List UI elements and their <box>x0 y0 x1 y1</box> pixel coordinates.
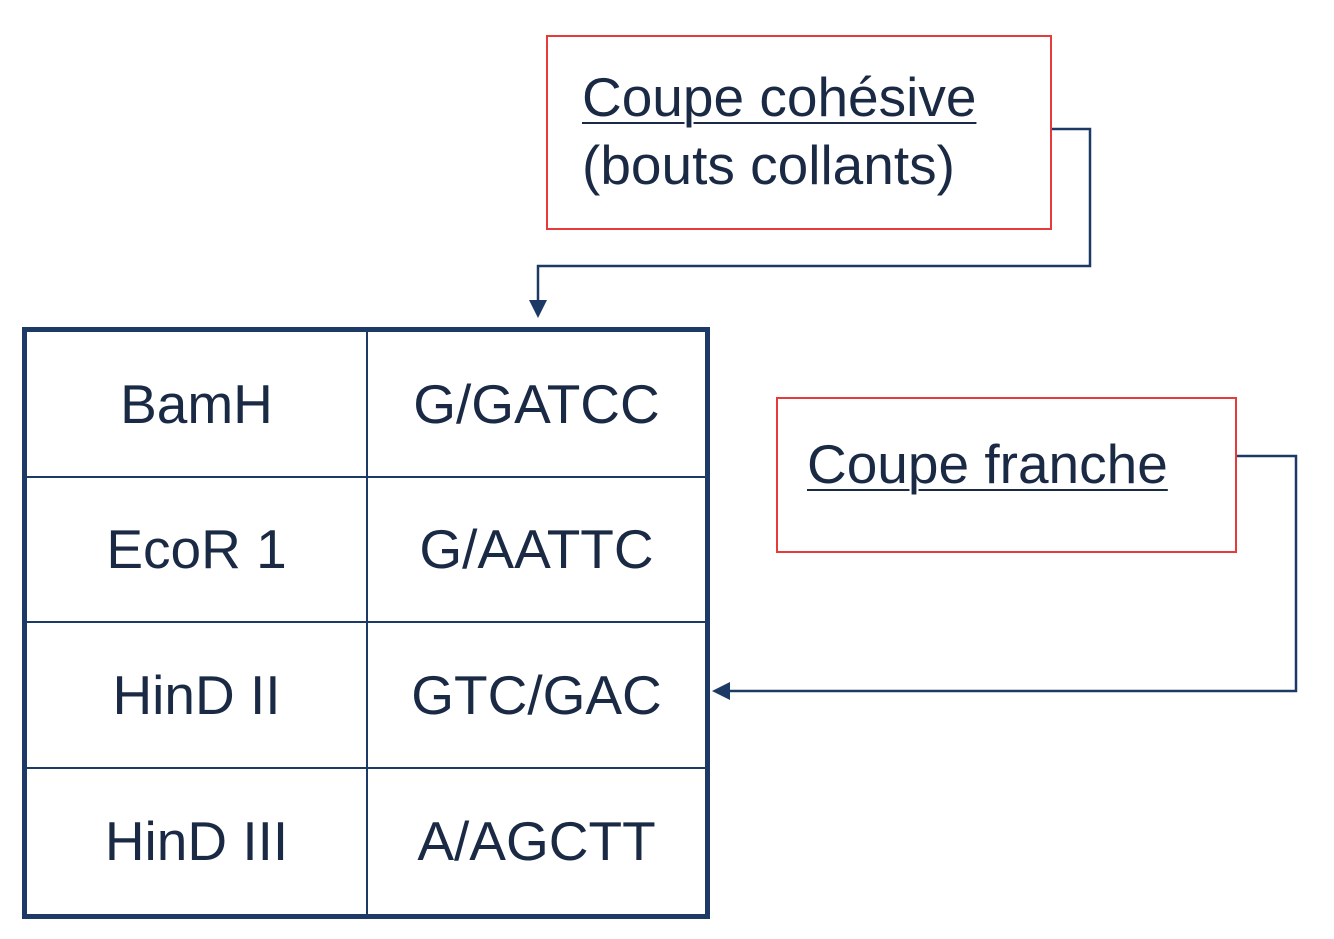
cohesive-cut-subtitle: (bouts collants) <box>582 134 955 196</box>
cohesive-cut-title: Coupe cohésive <box>582 66 977 128</box>
cut-site-cell: G/GATCC <box>368 332 705 478</box>
cut-site-cell: G/AATTC <box>368 478 705 623</box>
cut-site-cell: A/AGCTT <box>417 810 656 873</box>
cohesive-cut-callout: Coupe cohésive (bouts collants) <box>546 35 1052 230</box>
cut-site-cell: GTC/GAC <box>368 623 705 769</box>
enzyme-name-cell: BamH <box>27 332 368 478</box>
restriction-enzyme-table: BamH G/GATCC EcoR 1 G/AATTC HinD II GTC/… <box>22 327 710 919</box>
blunt-cut-callout: Coupe franche <box>776 397 1237 553</box>
enzyme-name-cell: HinD III <box>27 768 368 914</box>
blunt-arrowhead <box>712 682 730 700</box>
blunt-cut-title: Coupe franche <box>807 433 1168 495</box>
cohesive-arrowhead <box>529 300 547 318</box>
enzyme-name-cell: EcoR 1 <box>27 477 368 623</box>
enzyme-name-cell: HinD II <box>27 623 368 769</box>
